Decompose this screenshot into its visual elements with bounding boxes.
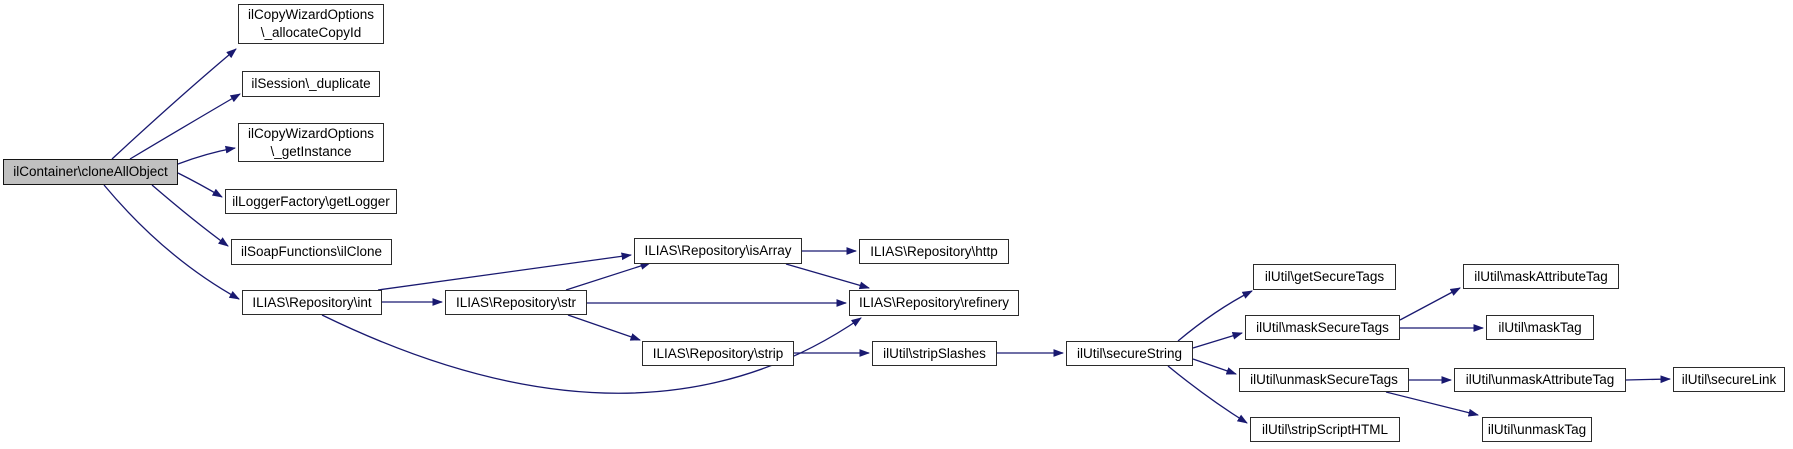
graph-node-label: ilSession\_duplicate <box>251 76 371 92</box>
graph-node-label: ilUtil\unmaskTag <box>1487 421 1587 437</box>
graph-node-logger[interactable]: ilLoggerFactory\getLogger <box>225 189 397 214</box>
edge-securestring-unmasksecuretags <box>1192 358 1237 375</box>
graph-node-label: ILIAS\Repository\str <box>455 294 577 310</box>
graph-node-unmasktag[interactable]: ilUtil\unmaskTag <box>1482 417 1592 442</box>
graph-node-label: ilSoapFunctions\ilClone <box>240 244 383 260</box>
graph-node-label: ilUtil\secureString <box>1076 345 1183 361</box>
graph-node-label: ilUtil\secureLink <box>1681 371 1777 387</box>
edge-int-refinery <box>321 314 862 394</box>
graph-node-label: ilUtil\getSecureTags <box>1264 269 1385 285</box>
graph-node-label: ILIAS\Repository\http <box>870 243 998 259</box>
graph-node-maskattributetag[interactable]: ilUtil\maskAttributeTag <box>1463 264 1619 289</box>
graph-node-label: ilLoggerFactory\getLogger <box>232 193 390 209</box>
edge-isarray-refinery <box>785 263 870 290</box>
graph-node-str[interactable]: ILIAS\Repository\str <box>445 290 587 315</box>
graph-node-label: ilContainer\cloneAllObject <box>13 164 168 180</box>
graph-node-label: ILIAS\Repository\strip <box>652 345 784 361</box>
graph-node-label: ilUtil\maskSecureTags <box>1256 319 1389 335</box>
graph-node-label: \_allocateCopyId <box>260 25 362 40</box>
graph-node-label: ilUtil\stripScriptHTML <box>1261 421 1388 437</box>
edge-clone-alloc <box>111 48 237 160</box>
graph-node-dup[interactable]: ilSession\_duplicate <box>242 71 380 97</box>
edge-securestring-masksecuretags <box>1192 332 1243 349</box>
graph-node-int[interactable]: ILIAS\Repository\int <box>242 290 382 315</box>
graph-node-label: ilCopyWizardOptions <box>247 7 375 23</box>
graph-node-label: ILIAS\Repository\refinery <box>858 295 1010 311</box>
graph-node-label: ILIAS\Repository\isArray <box>644 243 792 259</box>
graph-node-clone: ilContainer\cloneAllObject <box>3 159 178 185</box>
edge-clone-soap <box>151 184 229 247</box>
graph-node-label: ilUtil\maskAttributeTag <box>1474 268 1608 284</box>
graph-node-label: ILIAS\Repository\int <box>252 294 372 310</box>
graph-node-masktag[interactable]: ilUtil\maskTag <box>1486 315 1594 340</box>
edge-securestring-stripscripthtml <box>1167 365 1248 424</box>
graph-node-unmaskattributetag[interactable]: ilUtil\unmaskAttributeTag <box>1454 368 1626 392</box>
graph-node-masksecuretags[interactable]: ilUtil\maskSecureTags <box>1245 315 1400 340</box>
edge-group <box>103 48 1671 424</box>
graph-node-securestring[interactable]: ilUtil\secureString <box>1066 341 1193 366</box>
graph-node-stripscripthtml[interactable]: ilUtil\stripScriptHTML <box>1250 417 1400 442</box>
graph-node-label: ilCopyWizardOptions <box>247 125 375 141</box>
edge-masksecuretags-maskattributetag <box>1399 287 1461 321</box>
edge-int-isarray <box>377 252 632 291</box>
edge-clone-getinst <box>177 145 236 165</box>
edge-clone-dup <box>129 93 241 160</box>
graph-node-strip[interactable]: ILIAS\Repository\strip <box>642 341 794 366</box>
graph-node-getsecuretags[interactable]: ilUtil\getSecureTags <box>1253 264 1396 290</box>
edge-unmaskattributetag-securelink <box>1625 375 1671 384</box>
graph-node-getinst[interactable]: ilCopyWizardOptions \_getInstance <box>238 123 384 162</box>
graph-node-soap[interactable]: ilSoapFunctions\ilClone <box>231 239 392 265</box>
edge-securestring-getsecuretags <box>1177 290 1253 342</box>
edge-str-isarray <box>565 262 651 291</box>
graph-node-label: ilUtil\unmaskSecureTags <box>1250 372 1398 388</box>
graph-node-alloc[interactable]: ilCopyWizardOptions \_allocateCopyId <box>238 4 384 44</box>
edge-str-strip <box>567 314 641 341</box>
graph-node-refinery[interactable]: ILIAS\Repository\refinery <box>849 290 1019 316</box>
graph-node-isarray[interactable]: ILIAS\Repository\isArray <box>634 238 802 264</box>
edge-clone-int <box>103 184 240 300</box>
graph-node-label: ilUtil\unmaskAttributeTag <box>1465 372 1615 388</box>
graph-node-label: \_getInstance <box>270 143 352 159</box>
graph-node-securelink[interactable]: ilUtil\secureLink <box>1673 367 1785 392</box>
edge-unmasksecuretags-unmasktag <box>1385 391 1479 417</box>
graph-node-http[interactable]: ILIAS\Repository\http <box>859 239 1009 264</box>
graph-node-unmasksecuretags[interactable]: ilUtil\unmaskSecureTags <box>1239 368 1409 392</box>
graph-node-stripslashes[interactable]: ilUtil\stripSlashes <box>872 341 997 366</box>
graph-node-label: ilUtil\maskTag <box>1498 319 1582 335</box>
edge-clone-logger <box>177 172 223 198</box>
graph-node-label: ilUtil\stripSlashes <box>883 345 986 361</box>
